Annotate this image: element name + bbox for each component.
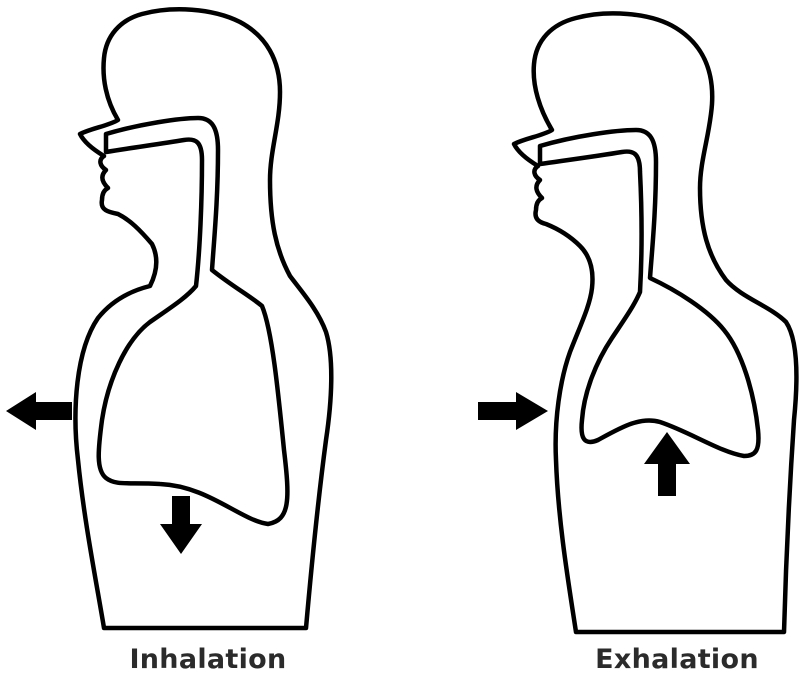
arrow-left-icon [6,392,72,430]
exhalation-figure [478,13,796,632]
inhalation-caption: Inhalation [58,646,358,673]
exhalation-caption: Exhalation [527,646,801,673]
arrow-right-icon [478,392,548,430]
inhalation-figure [6,9,331,628]
